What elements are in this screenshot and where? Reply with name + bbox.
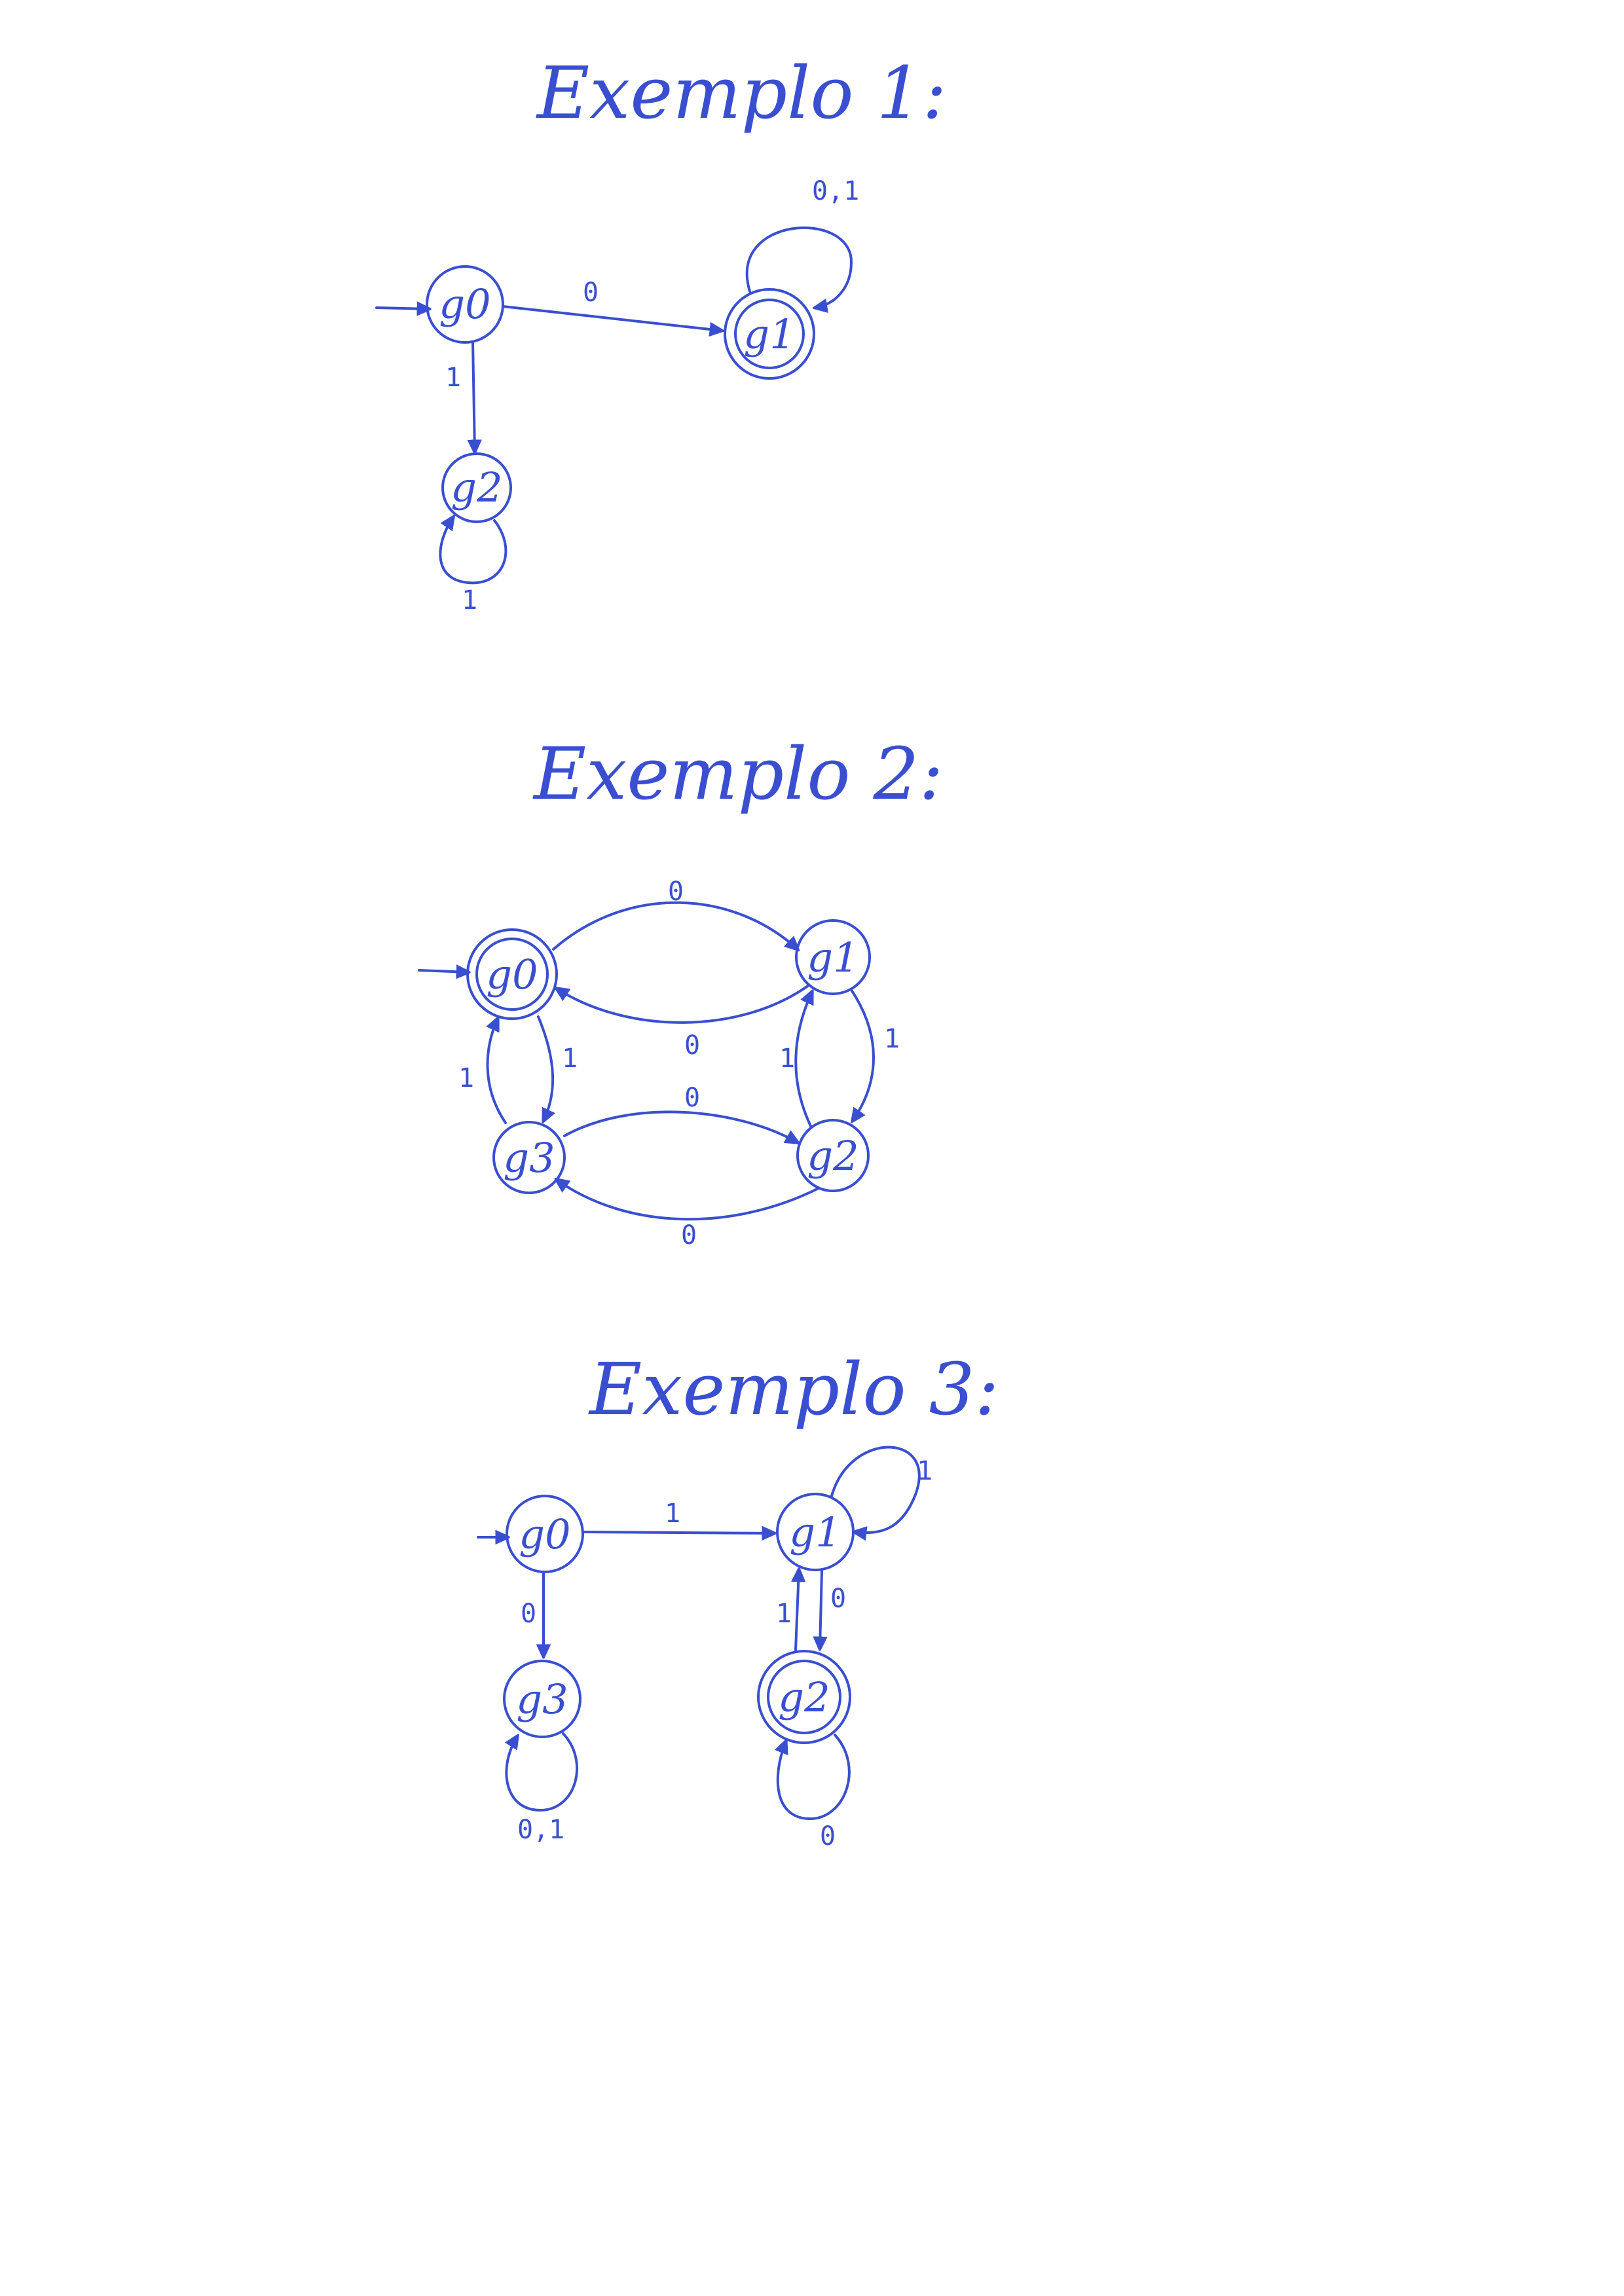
svg-text:g3: g3 [503, 1134, 555, 1182]
ex3-edge-q0-q1-label: 1 [665, 1499, 680, 1529]
ex2-start-arrow [418, 970, 468, 972]
example-2: Exemplo 2: g0 g1 g2 g3 0 0 [418, 732, 944, 1250]
example-3-title: Exemplo 3: [588, 1347, 999, 1431]
ex2-state-q3: g3 [492, 1121, 566, 1194]
ex3-edge-q0-q3-label: 0 [521, 1599, 536, 1629]
ex3-state-q2-accepting: g2 [757, 1650, 851, 1744]
ex1-state-q0: g0 [426, 265, 504, 344]
ex2-edge-q1-q0 [557, 984, 810, 1024]
ex2-edge-q1-q0-label: 0 [684, 1030, 700, 1061]
ex3-edge-q2-q1-label: 1 [776, 1599, 792, 1629]
ex3-edge-q1-q2-label: 0 [830, 1584, 846, 1614]
ex1-edge-q0-q1-label: 0 [583, 278, 599, 308]
ex2-edge-q3-q2-label: 0 [684, 1083, 700, 1113]
svg-text:g2: g2 [807, 1132, 858, 1180]
ex1-edge-q0-q2-label: 1 [445, 363, 461, 393]
svg-text:g0: g0 [486, 951, 538, 998]
ex2-edge-q2-q3-label: 0 [681, 1220, 697, 1250]
ex3-loop-q2 [778, 1734, 851, 1821]
ex3-edge-q2-q1 [796, 1570, 799, 1651]
ex2-state-q0-accepting: g0 [466, 928, 558, 1020]
ex2-edge-q3-q0 [488, 1019, 507, 1124]
example-2-title: Exemplo 2: [532, 732, 944, 816]
ex2-edge-q1-q2-label: 1 [884, 1024, 900, 1054]
svg-text:g2: g2 [778, 1673, 830, 1721]
ex2-edge-q1-q2 [850, 989, 875, 1121]
ex1-start-arrow [375, 308, 429, 309]
ex3-loop-q3 [506, 1732, 579, 1812]
ex3-state-q3: g3 [503, 1660, 581, 1738]
svg-text:g1: g1 [807, 934, 858, 981]
svg-text:g1: g1 [743, 310, 795, 358]
ex1-loop-q2-label: 1 [462, 585, 477, 615]
svg-text:g0: g0 [519, 1510, 570, 1558]
ex1-loop-q1 [745, 227, 853, 308]
ex3-loop-q3-label: 0,1 [517, 1815, 564, 1845]
ex2-state-q2: g2 [796, 1119, 870, 1192]
ex3-edge-q1-q2 [820, 1570, 822, 1649]
ex3-loop-q1-label: 1 [917, 1456, 932, 1486]
ex2-edge-q2-q1 [794, 992, 812, 1127]
ex2-edge-q0-q1 [552, 901, 798, 949]
ex2-edge-q3-q2 [563, 1110, 798, 1142]
ex3-state-q1: g1 [776, 1493, 855, 1571]
svg-text:g1: g1 [789, 1508, 841, 1556]
ex3-state-q0: g0 [506, 1495, 584, 1573]
ex3-loop-q1 [830, 1446, 921, 1533]
svg-text:g0: g0 [439, 280, 490, 328]
svg-text:g3: g3 [516, 1675, 568, 1723]
ex1-loop-q2 [439, 517, 507, 585]
ex1-loop-q1-label: 0,1 [812, 176, 859, 206]
ex2-edge-q0-q3 [537, 1015, 553, 1121]
ex3-loop-q2-label: 0 [820, 1821, 836, 1851]
example-1-title: Exemplo 1: [536, 51, 947, 135]
ex2-edge-q0-q3-label: 1 [562, 1044, 578, 1074]
ex2-edge-q2-q1-label: 1 [779, 1044, 795, 1074]
svg-text:g2: g2 [451, 464, 502, 511]
example-1: Exemplo 1: g0 g1 g2 0 1 0,1 1 [375, 51, 947, 615]
ex1-state-q2: g2 [441, 452, 512, 523]
ex1-edge-q0-q2 [473, 340, 475, 452]
ex2-edge-q2-q3 [557, 1180, 820, 1221]
ex3-edge-q0-q1 [583, 1532, 774, 1533]
ex2-edge-q3-q0-label: 1 [458, 1063, 474, 1093]
example-3: Exemplo 3: g0 g1 g2 g3 1 0 [477, 1347, 999, 1851]
ex2-state-q1: g1 [795, 919, 871, 995]
ex1-state-q1-accepting: g1 [724, 288, 815, 380]
ex2-edge-q0-q1-label: 0 [668, 877, 684, 907]
ex1-edge-q0-q1 [502, 305, 722, 331]
